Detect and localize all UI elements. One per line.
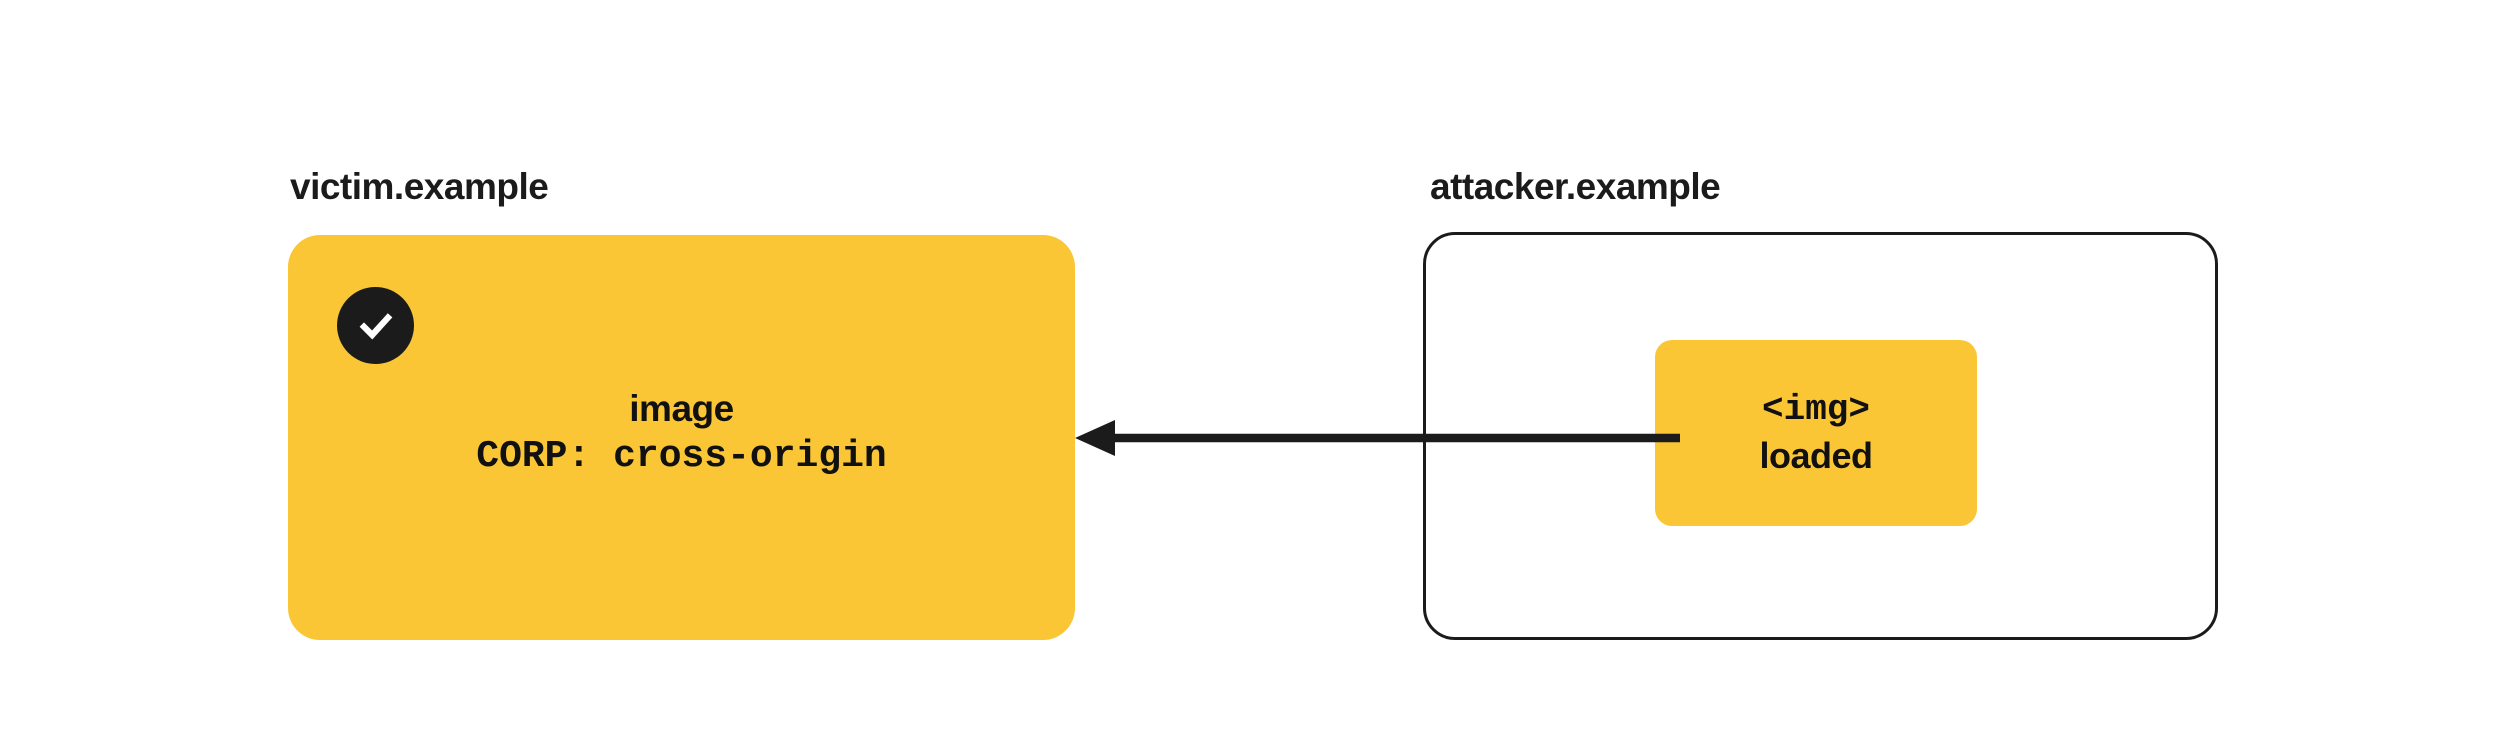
check-icon: [337, 287, 414, 364]
victim-resource-box: [288, 235, 1075, 640]
attacker-origin-label: attacker.example: [1430, 166, 1721, 207]
victim-resource-text: image CORP: cross-origin: [288, 385, 1075, 481]
attacker-img-element-box: <img> loaded: [1655, 340, 1977, 526]
victim-resource-name: image: [629, 388, 734, 429]
attacker-img-state: loaded: [1759, 435, 1873, 476]
attacker-img-tag: <img>: [1761, 389, 1871, 430]
victim-origin-label: victim.example: [290, 166, 549, 207]
victim-resource-header: CORP: cross-origin: [476, 435, 887, 478]
